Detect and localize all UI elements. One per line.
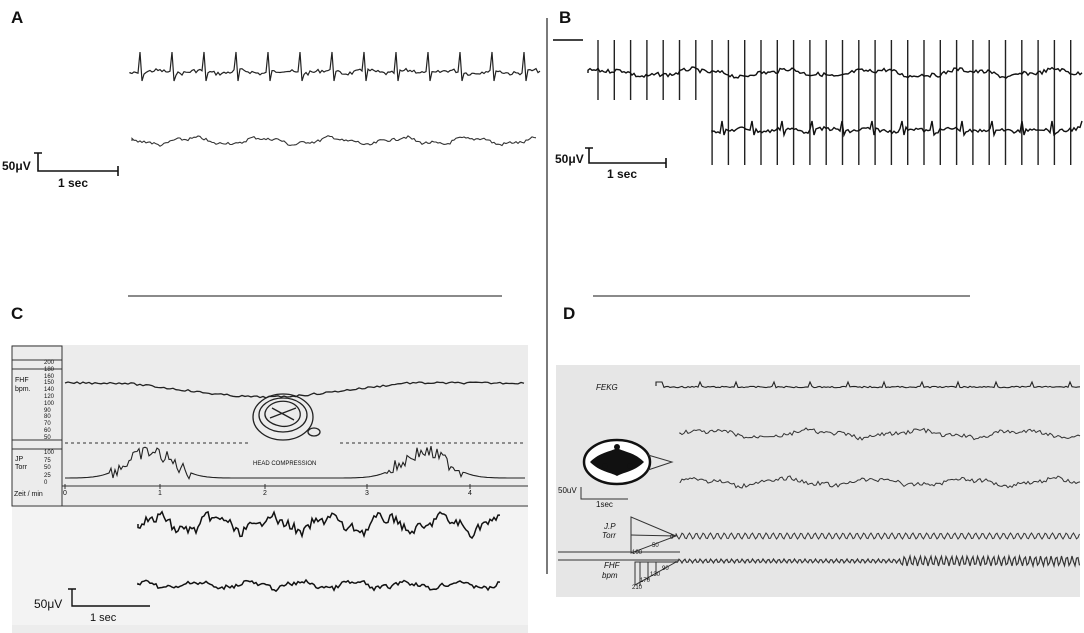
panel-a-baseline-trace [131,135,537,147]
panel-c-fhf-tick: 80 [44,414,51,421]
panel-c-jp-unit: Torr [15,464,28,471]
panel-c-time-tick-label: 0 [63,490,67,497]
panel-c-jp-tick: 100 [44,450,55,456]
panel-d-fhf-label: FHF [604,561,620,570]
panel-b-letter: B [559,8,572,27]
panel-c-time-label: 1 sec [90,612,117,624]
panel-a-scale-bar [34,152,119,176]
panel-c-jp-tick: 0 [44,480,48,486]
panel-b-scale-bar [585,147,667,168]
panel-d-jp-trace [675,532,1080,540]
panel-a-amplitude-label: 50μV [2,159,31,173]
panel-c-fhf-tick: 60 [44,428,51,434]
panel-d-fekg-label: FEKG [596,383,618,392]
panel-d-fhf-trace [675,553,1081,569]
panel-d-jp-tick: 50 [652,543,659,549]
panel-c-jp-tick: 50 [44,465,51,471]
panel-d-fekg-trace [655,380,1081,389]
panel-c-time-tick-label: 1 [158,490,162,497]
panel-d-time-label: 1sec [596,500,613,509]
panel-d-fhf-tick: 90 [662,566,669,572]
panel-c-fhf-tick: 160 [44,373,55,380]
panel-c-fhf-tick: 70 [44,421,51,428]
panel-c-time-tick-label: 4 [468,490,472,497]
panel-d-scale-bar [580,487,628,500]
panel-c-upper-eeg-trace [137,510,500,540]
panel-b-lower-trace [711,120,1083,138]
panel-d-fhf-unit: bpm [602,571,618,580]
panel-d-letter: D [563,304,576,323]
panel-c-fhf-tick: 140 [44,387,55,394]
panel-c-time-tick-label: 2 [263,490,267,497]
panel-c-jp-tick: 25 [44,472,51,479]
panel-c-fhf-label: FHF [15,377,29,384]
panel-b-corner-mark [553,39,583,41]
panel-c-scale-bar [68,588,150,607]
panel-c-fhf-trace [64,381,525,399]
panel-d-jp-tick: 100 [632,550,643,556]
panel-c-lower-eeg-trace [137,578,501,593]
panel-c-fhf-tick: 90 [44,407,51,414]
head-compression-illustration [252,393,321,441]
panel-c-time-axis-label: Zeit / min [14,491,43,498]
panel-c-fhf-tick: 100 [44,400,55,407]
panel-c-chart-frame [11,345,528,507]
panel-c-illustration-caption: HEAD COMPRESSION [253,461,317,467]
panel-b-time-label: 1 sec [607,167,638,181]
panel-d-amplitude-label: 50uV [558,486,577,495]
panel-c-time-ticks [64,484,471,489]
panel-c-letter: C [11,304,24,323]
panel-c-fhf-tick: 50 [44,434,51,441]
panel-d-fhf-tick: 170 [640,578,651,584]
horizontal-divider-left [128,295,502,297]
panel-c-fhf-tick: 120 [44,394,55,400]
panel-d-jp-gauge [558,516,680,554]
panel-c-jp-tick: 75 [44,457,51,464]
panel-d-jp-unit: Torr [602,531,616,540]
panel-a-time-label: 1 sec [58,176,89,190]
panel-d-eeg-trace-2 [679,475,1081,489]
panel-a-letter: A [11,8,24,27]
panel-c-amplitude-label: 50μV [34,597,63,611]
panel-c-lower-paper [12,505,528,625]
panel-d-jp-label: J.P [604,522,616,531]
vertical-divider [546,18,548,574]
panel-c-fhf-unit: bpm. [15,386,31,393]
panel-d-fhf-tick: 210 [632,585,643,591]
panel-c-jp-trace [65,445,525,481]
panel-c-fhf-tick: 180 [44,366,55,373]
head-electrode-icon [582,438,674,486]
panel-b-upper-trace [587,66,1083,79]
panel-c-time-tick-label: 3 [365,490,369,497]
panel-b-amplitude-label: 50μV [555,152,584,166]
panel-d-fhf-tick: 130 [650,572,661,578]
panel-d-jp-tick: 0 [670,535,674,541]
panel-b-grid [597,40,1072,165]
panel-a-fecg-trace [129,51,541,82]
panel-d-fhf-gauge [558,559,680,586]
panel-c-fhf-tick: 200 [44,360,55,366]
horizontal-divider-right [593,295,970,297]
panel-c-jp-label: JP [15,456,24,463]
panel-d-eeg-trace-1 [679,427,1081,441]
panel-c-fhf-tick: 150 [44,380,55,387]
